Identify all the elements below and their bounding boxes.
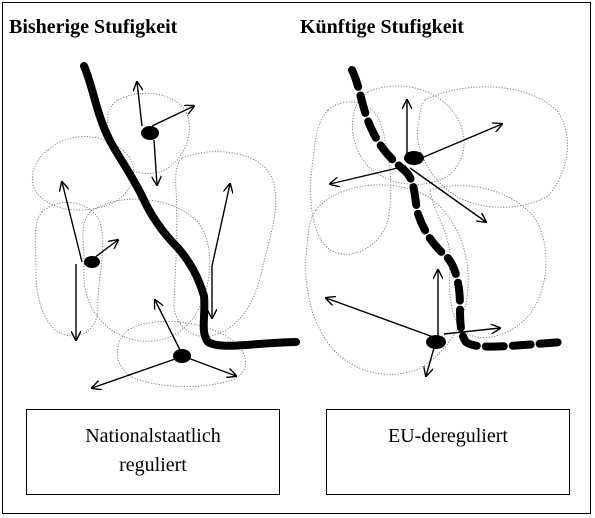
right-region-top	[352, 85, 465, 185]
left-region-right	[173, 151, 277, 337]
left-arrow-top-up	[137, 82, 142, 127]
left-arrow-left-up	[62, 182, 83, 263]
left-blob-left	[84, 256, 100, 268]
right-region-left	[310, 101, 392, 255]
left-region-middle	[82, 198, 211, 342]
right-arrow-top-left	[330, 165, 407, 184]
heading-right: Künftige Stufigkeit	[300, 16, 464, 38]
right-arrow-top-downright	[409, 167, 486, 222]
right-arrow-bottom-down	[426, 347, 435, 376]
left-arrow-right-up	[211, 184, 230, 267]
right-region-upper-right	[416, 86, 568, 208]
label-national: Nationalstaatlich reguliert	[85, 425, 221, 476]
left-arrow-top-upright	[151, 106, 194, 127]
label-box-national: Nationalstaatlich reguliert	[26, 409, 280, 495]
right-boundary-line	[348, 66, 566, 351]
left-region-bottom	[116, 321, 247, 388]
right-arrow-top-upright	[411, 124, 502, 163]
heading-left: Bisherige Stufigkeit	[9, 16, 178, 38]
left-arrow-bottom-right	[187, 357, 236, 376]
right-region-outlines	[305, 85, 568, 375]
left-blob-bottom	[173, 349, 191, 363]
left-arrow-bottom-up	[155, 300, 183, 355]
label-eu: EU-dereguliert	[388, 425, 508, 447]
left-arrow-top-down	[154, 139, 157, 185]
left-region-left	[34, 201, 104, 337]
right-blob-top	[404, 151, 424, 165]
left-blob-top	[141, 126, 159, 140]
left-region-upper-left	[32, 136, 135, 211]
right-blob-bottom	[426, 335, 446, 349]
right-arrow-bottom-right	[443, 328, 500, 335]
right-region-right	[429, 185, 547, 339]
left-arrow-bottom-left	[92, 357, 179, 388]
left-boundary-line	[80, 62, 300, 350]
right-arrow-bottom-left	[326, 298, 437, 339]
label-box-eu: EU-dereguliert	[326, 409, 570, 495]
left-arrows	[62, 82, 236, 388]
left-arrow-left-right	[85, 240, 118, 265]
left-region-outlines	[32, 92, 277, 388]
right-arrows	[326, 100, 502, 376]
